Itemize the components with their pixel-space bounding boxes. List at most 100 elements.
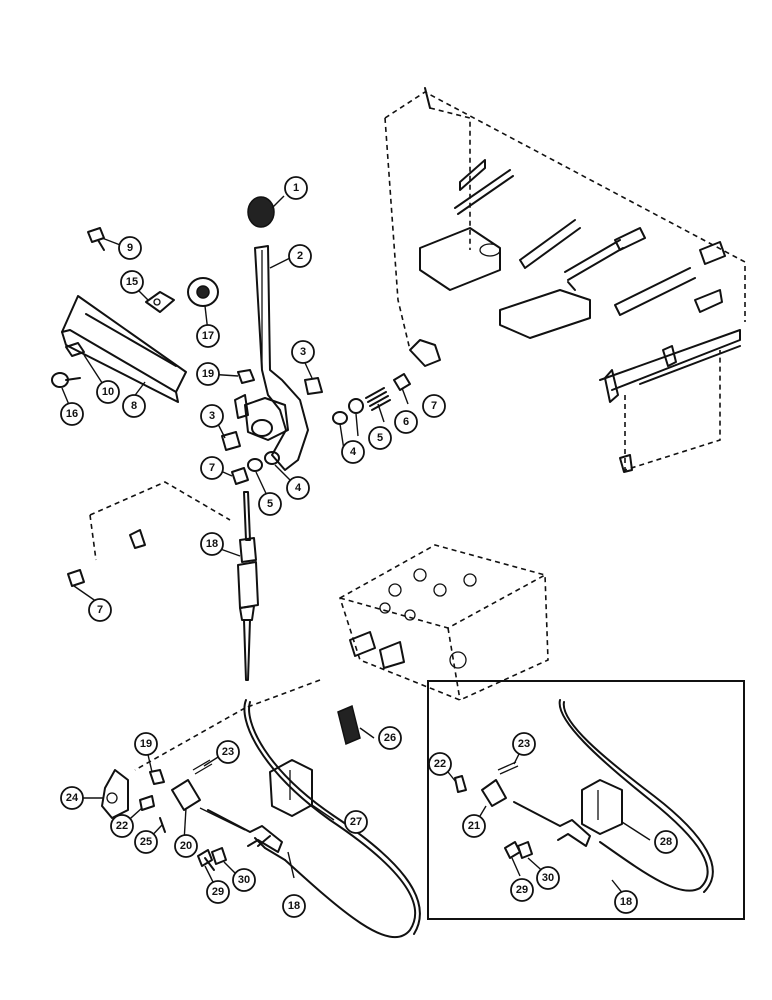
frame-panel [384,87,746,473]
svg-text:18: 18 [206,538,218,550]
lock-nut [393,373,411,391]
callout-5: 5 [368,426,392,450]
svg-text:8: 8 [131,400,137,412]
svg-text:10: 10 [102,386,114,398]
leader-lines [61,195,651,901]
callout-7: 7 [422,394,446,418]
spring-washer [348,398,364,414]
svg-text:5: 5 [267,498,273,510]
lock-nut [67,569,85,587]
svg-text:5: 5 [377,432,383,444]
callout-15: 15 [120,270,144,294]
nut [65,342,85,357]
clevis [481,779,507,807]
bolt [197,849,215,871]
callout-17: 17 [196,324,220,348]
control-valve [339,544,549,701]
callout-26: 26 [378,726,402,750]
svg-text:3: 3 [300,346,306,358]
callout-24: 24 [60,786,84,810]
svg-text:20: 20 [180,840,192,852]
svg-text:29: 29 [516,884,528,896]
callout-4: 4 [286,476,310,500]
svg-text:19: 19 [202,368,214,380]
callout-29: 29 [510,878,534,902]
callout-8: 8 [122,394,146,418]
svg-text:18: 18 [288,900,300,912]
svg-text:17: 17 [202,330,214,342]
callout-16: 16 [60,402,84,426]
shift-lever [254,245,309,471]
svg-text:18: 18 [620,896,632,908]
svg-text:30: 30 [542,872,554,884]
callout-7: 7 [200,456,224,480]
callout-19: 19 [196,362,220,386]
svg-text:16: 16 [66,408,78,420]
nut [517,841,533,859]
spring-washer [247,458,263,472]
callout-23: 23 [216,740,240,764]
lever-assembly [234,196,309,471]
svg-text:7: 7 [431,400,437,412]
callout-1: 1 [284,176,308,200]
callout-28: 28 [654,830,678,854]
callout-27: 27 [344,810,368,834]
svg-text:15: 15 [126,276,138,288]
svg-text:22: 22 [116,820,128,832]
clevis-pin [139,795,155,811]
lock-nut [231,467,249,485]
plate-washer [145,291,175,313]
callout-5: 5 [258,492,282,516]
knob [247,196,275,228]
svg-text:2: 2 [297,250,303,262]
control-cable [558,699,709,892]
callout-30: 30 [536,866,560,890]
cable-end-group [67,481,259,681]
svg-text:22: 22 [434,758,446,770]
callout-22: 22 [110,814,134,838]
callout-18: 18 [282,894,306,918]
svg-text:23: 23 [518,738,530,750]
svg-text:28: 28 [660,836,672,848]
spring [365,387,391,411]
svg-text:7: 7 [209,462,215,474]
bolt [87,227,105,251]
mounting-bracket [61,295,187,393]
callout-19: 19 [134,732,158,756]
svg-text:4: 4 [350,446,357,458]
svg-text:21: 21 [468,820,480,832]
callout-3: 3 [200,404,224,428]
callout-30: 30 [232,868,256,892]
svg-text:4: 4 [295,482,302,494]
nut [211,847,227,865]
flat-washer [332,411,348,425]
callout-29: 29 [206,880,230,904]
cable-assembly-left [101,699,421,939]
cable-sleeve [207,809,283,853]
callout-20: 20 [174,834,198,858]
svg-text:25: 25 [140,836,152,848]
svg-text:9: 9 [127,242,133,254]
lock-nut [149,769,165,785]
svg-text:23: 23 [222,746,234,758]
svg-text:26: 26 [384,732,396,744]
spacer [304,377,323,395]
callout-3: 3 [291,340,315,364]
control-cable-end [243,491,251,541]
clevis-pin [454,775,467,793]
callout-18: 18 [200,532,224,556]
cable-bracket [581,779,623,835]
cotter-pin [192,759,213,775]
svg-text:19: 19 [140,738,152,750]
svg-text:30: 30 [238,874,250,886]
callout-7: 7 [88,598,112,622]
clevis [171,779,201,811]
callout-4: 4 [341,440,365,464]
pulley [187,277,219,307]
cotter-pin [497,761,519,775]
callout-9: 9 [118,236,142,260]
svg-text:29: 29 [212,886,224,898]
bolt [504,841,521,859]
cable-assembly-inset [454,699,714,893]
inset-frame [427,680,745,920]
